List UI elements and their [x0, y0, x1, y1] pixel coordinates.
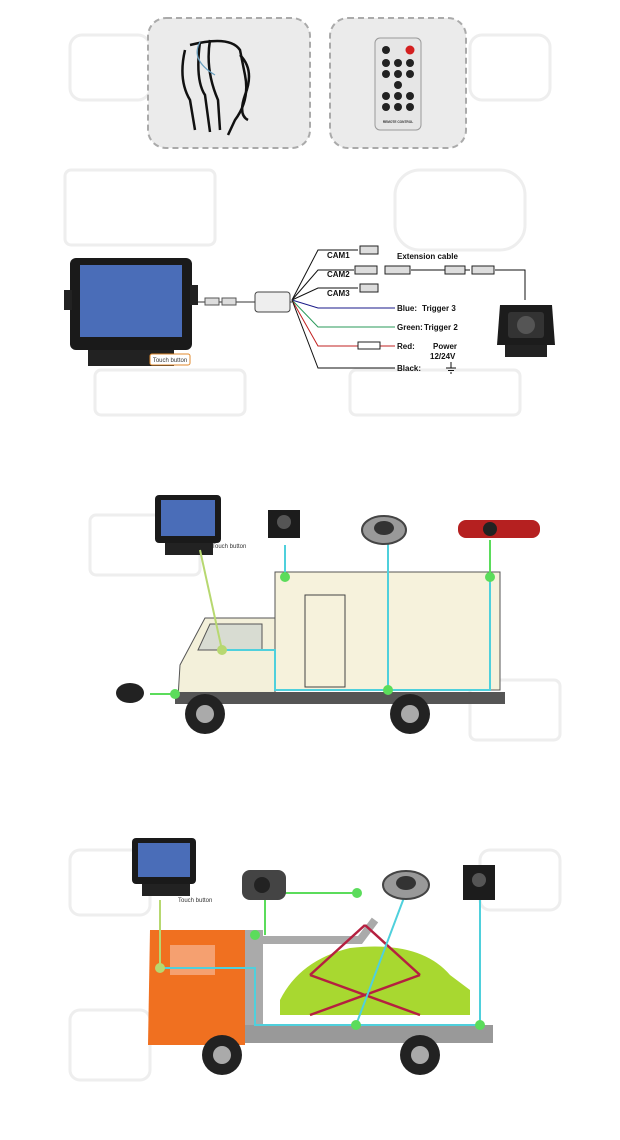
- cam1-label: CAM1: [327, 251, 350, 260]
- ground-icon: [446, 362, 456, 374]
- dome-camera: [361, 515, 407, 545]
- remote-label: REMOTE CONTROL: [383, 120, 413, 124]
- cam2-label: CAM2: [327, 270, 350, 279]
- wiring-diagram: Touch button CAM1 CAM2 CAM3 Extension c: [64, 245, 555, 374]
- mini-camera: [116, 683, 144, 703]
- blue-wire-label: Blue:: [397, 304, 417, 313]
- trigger2-label: Trigger 2: [424, 323, 458, 332]
- red-wire-label: Red:: [397, 342, 415, 351]
- monitor-screen: [80, 265, 182, 337]
- monitor: [132, 838, 196, 896]
- side-camera: [242, 870, 286, 900]
- connection-nodes: [155, 888, 485, 1030]
- cable-accessory-box: [147, 17, 311, 149]
- brake-light-camera: [458, 520, 540, 538]
- remote-accessory-box: REMOTE CONTROL: [329, 17, 467, 149]
- remote-control-image: REMOTE CONTROL: [374, 37, 422, 131]
- cable-harness-image: [181, 39, 251, 136]
- touch-button-label: Touch button: [178, 898, 212, 904]
- cam3-label: CAM3: [327, 289, 350, 298]
- tow-truck-diagram: Touch button: [132, 838, 495, 1075]
- black-wire-label: Black:: [397, 364, 421, 373]
- rear-camera: [268, 510, 300, 538]
- backup-camera: [497, 305, 555, 357]
- box-truck-diagram: Touch button: [116, 495, 540, 734]
- touch-button-label: Touch button: [153, 358, 187, 364]
- trigger3-label: Trigger 3: [422, 304, 456, 313]
- connection-nodes: [170, 572, 495, 699]
- monitor: [64, 258, 198, 366]
- dome-camera: [382, 870, 430, 900]
- extension-cable-label: Extension cable: [397, 252, 458, 261]
- power-label: Power: [433, 342, 457, 351]
- voltage-label: 12/24V: [430, 352, 456, 361]
- background-vehicle-outlines: [63, 33, 562, 1082]
- rear-camera: [463, 865, 495, 900]
- green-wire-label: Green:: [397, 323, 423, 332]
- touch-button-label: Touch button: [212, 544, 246, 550]
